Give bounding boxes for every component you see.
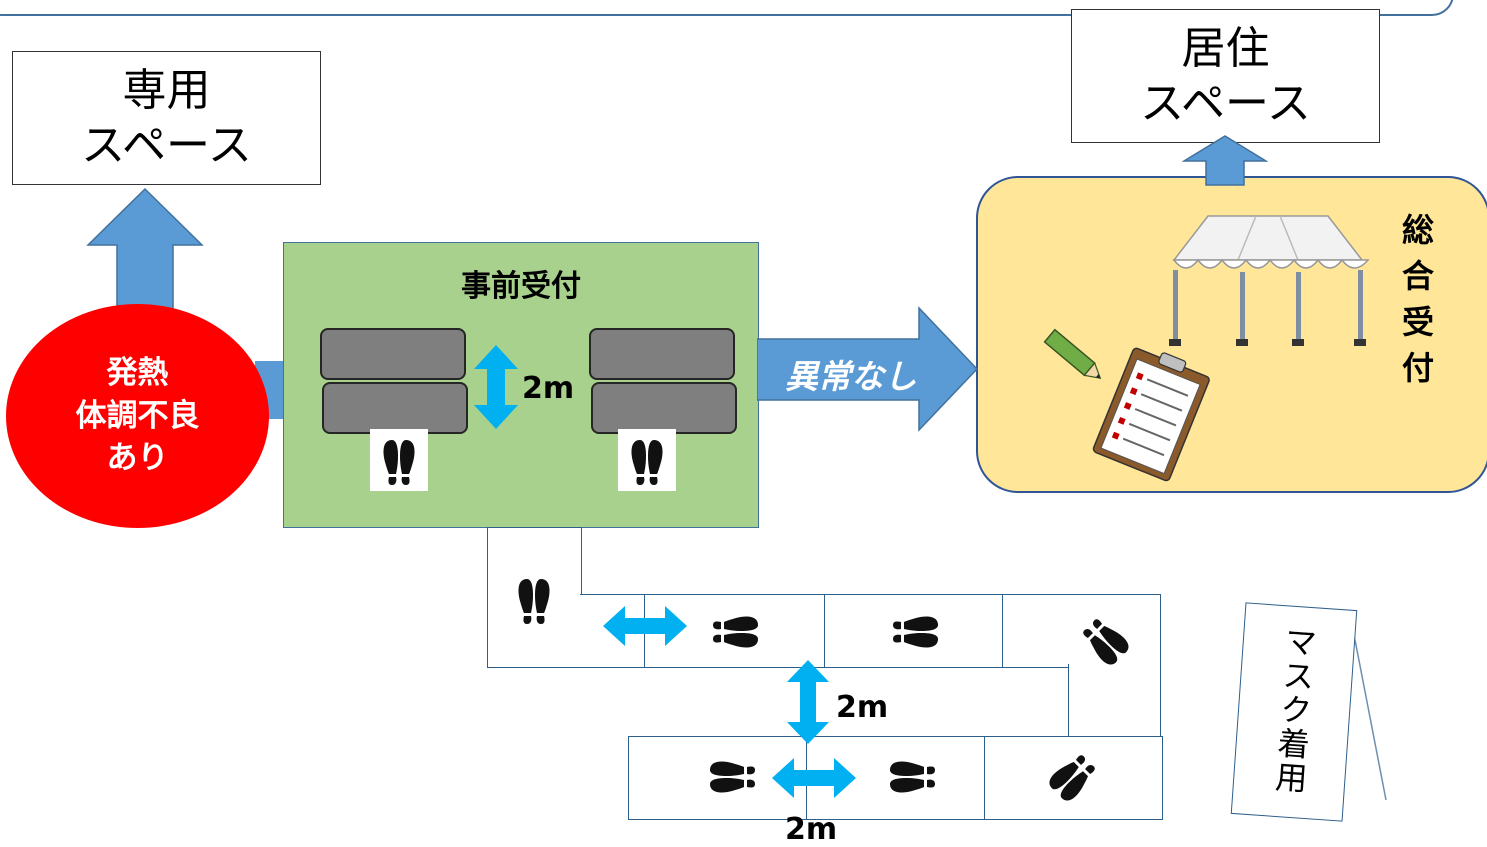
distance-arrow-queue-bottom (772, 758, 856, 798)
distance-label-seats: 2m (522, 371, 575, 406)
queue-footprints-1 (505, 568, 563, 630)
fever-condition-ellipse: 発熱 体調不良 あり (6, 304, 269, 528)
arrow-no-abnormality (757, 306, 979, 432)
general-reception-label: 総 合 受 付 (1400, 207, 1436, 391)
queue-footprints-4 (1072, 608, 1142, 678)
general-reception-char-1: 総 (1401, 211, 1434, 249)
up-arrow-to-residential-space (1182, 135, 1268, 186)
queue-footprints-5 (1036, 744, 1106, 814)
seat-left-bottom (322, 382, 468, 434)
general-reception-char-4: 付 (1401, 349, 1434, 387)
clipboard-icon (1092, 347, 1210, 482)
general-reception-char-3: 受 (1401, 303, 1434, 341)
fever-line3: あり (106, 440, 169, 477)
distance-arrow-queue-vertical (787, 660, 829, 744)
fever-line1: 発熱 (106, 354, 169, 391)
fever-line2: 体調不良 (75, 397, 200, 434)
pre-reception-title: 事前受付 (461, 269, 581, 304)
seat-left-top (320, 328, 466, 380)
distance-arrow-queue-top (603, 606, 687, 646)
footprints-left (370, 429, 428, 491)
queue-footprints-6 (878, 748, 942, 806)
pencil-icon (1043, 328, 1102, 379)
residential-space-line1: 居住 (1181, 23, 1270, 74)
queue-footprints-7 (698, 748, 762, 806)
distance-label-queue-horizontal: 2m (785, 812, 838, 847)
mask-required-sign: マスク着用 (1230, 602, 1358, 822)
up-arrow-to-dedicated-space (86, 187, 204, 326)
residential-space-line2: スペース (1140, 78, 1311, 129)
distance-arrow-seats (474, 345, 518, 429)
dedicated-space-line1: 専用 (122, 65, 211, 116)
queue-footprints-2 (706, 603, 770, 661)
mask-required-text: マスク着用 (1269, 623, 1320, 797)
tent-icon (1169, 215, 1370, 346)
seat-right-top (589, 328, 735, 380)
dedicated-space-box: 専用 スペース (12, 51, 321, 185)
sign-stand-leg (1349, 613, 1387, 801)
no-abnormality-label: 異常なし (785, 357, 917, 396)
dedicated-space-line2: スペース (81, 120, 252, 171)
pre-reception-area: 事前受付 2m (283, 242, 759, 528)
distance-label-queue-vertical: 2m (836, 690, 889, 725)
footprints-right (618, 429, 676, 491)
residential-space-box: 居住 スペース (1071, 9, 1380, 143)
seat-right-bottom (591, 382, 737, 434)
general-reception-char-2: 合 (1401, 257, 1434, 295)
queue-footprints-3 (886, 603, 950, 661)
